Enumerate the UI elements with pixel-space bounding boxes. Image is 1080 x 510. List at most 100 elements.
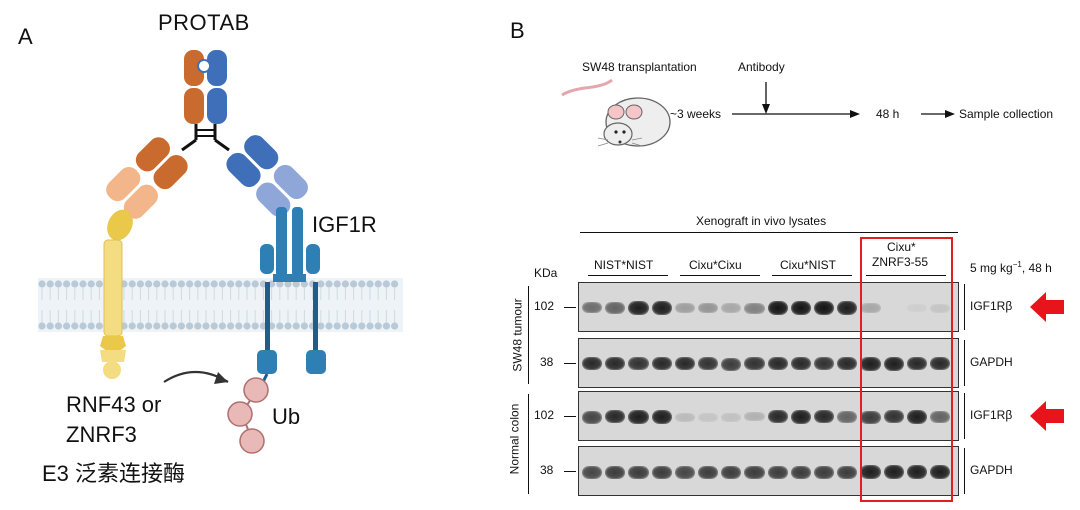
lipid-head	[366, 322, 374, 330]
molecular-weight-label: 102	[534, 299, 555, 313]
blot-band	[860, 357, 881, 371]
lipid-head	[79, 322, 87, 330]
lipid-head	[391, 322, 399, 330]
blot-band	[674, 413, 695, 422]
lipid-head	[366, 280, 374, 288]
blot-band	[906, 357, 927, 370]
group-underline-1	[588, 275, 668, 276]
lipid-head	[128, 280, 136, 288]
group-label-2: Cixu*Cixu	[689, 258, 742, 272]
blot-band	[883, 465, 904, 479]
blot-band	[883, 410, 904, 423]
blot-band	[790, 301, 811, 315]
blot-header-line	[580, 232, 958, 233]
lipid-head	[235, 280, 243, 288]
lipid-head	[292, 322, 300, 330]
blot-band	[837, 357, 858, 370]
lipid-head	[202, 280, 210, 288]
blot-band	[605, 466, 626, 479]
blot-band	[605, 410, 626, 423]
lipid-head	[194, 322, 202, 330]
lipid-head	[358, 322, 366, 330]
blot-band	[582, 466, 603, 479]
blot-band	[837, 466, 858, 479]
lipid-head	[46, 322, 54, 330]
lipid-head	[227, 322, 235, 330]
group-label-3: Cixu*NIST	[780, 258, 837, 272]
red-arrow-icon	[1030, 292, 1064, 322]
lipid-head	[325, 322, 333, 330]
blot-strip	[578, 391, 959, 441]
lipid-head	[95, 280, 103, 288]
lipid-head	[153, 280, 161, 288]
blot-band	[767, 301, 788, 315]
lipid-head	[202, 322, 210, 330]
lipid-head	[292, 280, 300, 288]
blot-strip	[578, 338, 959, 388]
blot-band	[582, 411, 603, 424]
blot-band	[906, 410, 927, 424]
igf1r-label: IGF1R	[312, 212, 377, 237]
lipid-head	[136, 280, 144, 288]
molecular-weight-label: 38	[540, 355, 554, 369]
lipid-head	[227, 280, 235, 288]
blot-band	[651, 357, 672, 370]
timeline-weeks: ~3 weeks	[670, 107, 722, 121]
ub-label: Ub	[272, 404, 301, 429]
timeline-diagram	[561, 78, 955, 147]
blot-band	[744, 357, 765, 370]
blot-band	[582, 302, 603, 313]
lipid-head	[87, 280, 95, 288]
mouse-icon	[561, 78, 671, 147]
blot-band	[698, 357, 719, 370]
mw-tick	[564, 471, 576, 472]
lipid-head	[128, 322, 136, 330]
lipid-head	[300, 280, 308, 288]
blot-band	[698, 413, 719, 422]
blot-band	[628, 301, 649, 315]
lipid-head	[210, 280, 218, 288]
lipid-head	[374, 322, 382, 330]
blot-band	[628, 410, 649, 424]
tissue-bracket-1	[528, 286, 529, 384]
lipid-head	[284, 322, 292, 330]
lipid-head	[210, 322, 218, 330]
blot-band	[814, 357, 835, 370]
lipid-head	[186, 322, 194, 330]
tissue-label-1: SW48 tumour	[510, 298, 525, 372]
blot-band	[628, 357, 649, 370]
lipid-head	[218, 280, 226, 288]
blot-band	[767, 410, 788, 423]
igf1r-receptor	[257, 207, 326, 385]
lipid-head	[235, 322, 243, 330]
blot-band	[860, 303, 881, 313]
dose-exponent: −1	[1012, 260, 1022, 269]
ligase-label-line1: RNF43 or	[66, 392, 162, 417]
lipid-head	[63, 322, 71, 330]
lipid-head	[145, 322, 153, 330]
lipid-head	[350, 322, 358, 330]
blot-band	[883, 357, 904, 371]
blot-band	[651, 410, 672, 424]
blot-band	[605, 302, 626, 314]
panel-a-letter: A	[18, 24, 33, 49]
kda-label: KDa	[534, 266, 558, 280]
blot-band	[605, 357, 626, 370]
blot-band	[651, 466, 672, 479]
protein-label: IGF1Rβ	[970, 299, 1013, 313]
group-underline-2	[680, 275, 760, 276]
timeline-hours: 48 h	[876, 107, 900, 121]
lipid-head	[38, 280, 46, 288]
row-bracket	[964, 284, 965, 330]
ligase-label-line2: ZNRF3	[66, 422, 137, 447]
blot-band	[744, 412, 765, 421]
blot-band	[674, 303, 695, 313]
dose-suffix: , 48 h	[1021, 261, 1052, 275]
lipid-head	[169, 322, 177, 330]
blot-band	[744, 303, 765, 314]
blot-band	[582, 357, 603, 370]
lipid-head	[333, 280, 341, 288]
lipid-head	[95, 322, 103, 330]
protab-title: PROTAB	[158, 10, 250, 35]
ubiquitin-chain	[227, 377, 269, 454]
